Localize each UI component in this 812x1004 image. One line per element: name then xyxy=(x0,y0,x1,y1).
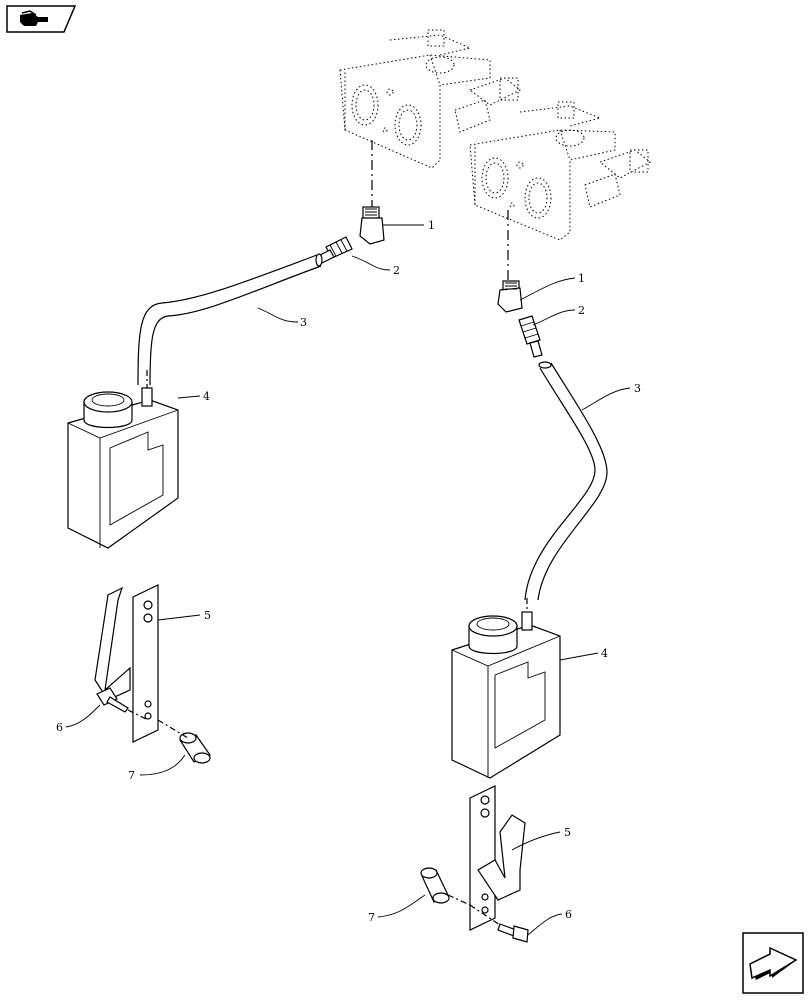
valve-block-right xyxy=(469,101,651,241)
elbow-fitting-left xyxy=(359,206,385,245)
callouts-left: 1 2 3 4 5 6 7 xyxy=(56,219,435,782)
bracket-left xyxy=(94,584,159,743)
hose-right xyxy=(524,361,608,601)
callout-5: 5 xyxy=(204,609,211,622)
callout-7: 7 xyxy=(128,769,135,782)
valve-block-left xyxy=(339,29,521,169)
bolt-right xyxy=(469,904,529,943)
reservoir-right xyxy=(451,598,561,779)
callout-3: 3 xyxy=(634,382,641,395)
callout-6: 6 xyxy=(56,721,63,734)
reservoir-left xyxy=(67,370,179,549)
leader-lines xyxy=(65,224,631,936)
callout-3: 3 xyxy=(300,316,307,329)
bolt-left xyxy=(96,687,149,721)
callout-4: 4 xyxy=(203,390,210,403)
next-page-button[interactable] xyxy=(742,932,804,994)
next-page-arrow-icon xyxy=(742,932,804,994)
callout-7: 7 xyxy=(368,911,375,924)
callout-1: 1 xyxy=(428,219,435,232)
callout-6: 6 xyxy=(565,908,572,921)
callout-2: 2 xyxy=(578,304,585,317)
callout-5: 5 xyxy=(564,826,571,839)
callout-2: 2 xyxy=(393,264,400,277)
bracket-right xyxy=(469,785,526,931)
callouts-right: 1 2 3 4 5 6 7 xyxy=(368,272,641,924)
hose-barb-right xyxy=(518,315,543,358)
previous-page-button[interactable] xyxy=(6,5,77,33)
hose-left xyxy=(137,253,323,386)
spacer-right xyxy=(420,867,471,906)
callout-1: 1 xyxy=(578,272,585,285)
elbow-fitting-right xyxy=(497,280,523,313)
callout-4: 4 xyxy=(601,647,608,660)
spacer-left xyxy=(157,719,211,764)
previous-page-arrow-icon xyxy=(6,5,77,33)
hose-barb-left xyxy=(317,236,353,264)
